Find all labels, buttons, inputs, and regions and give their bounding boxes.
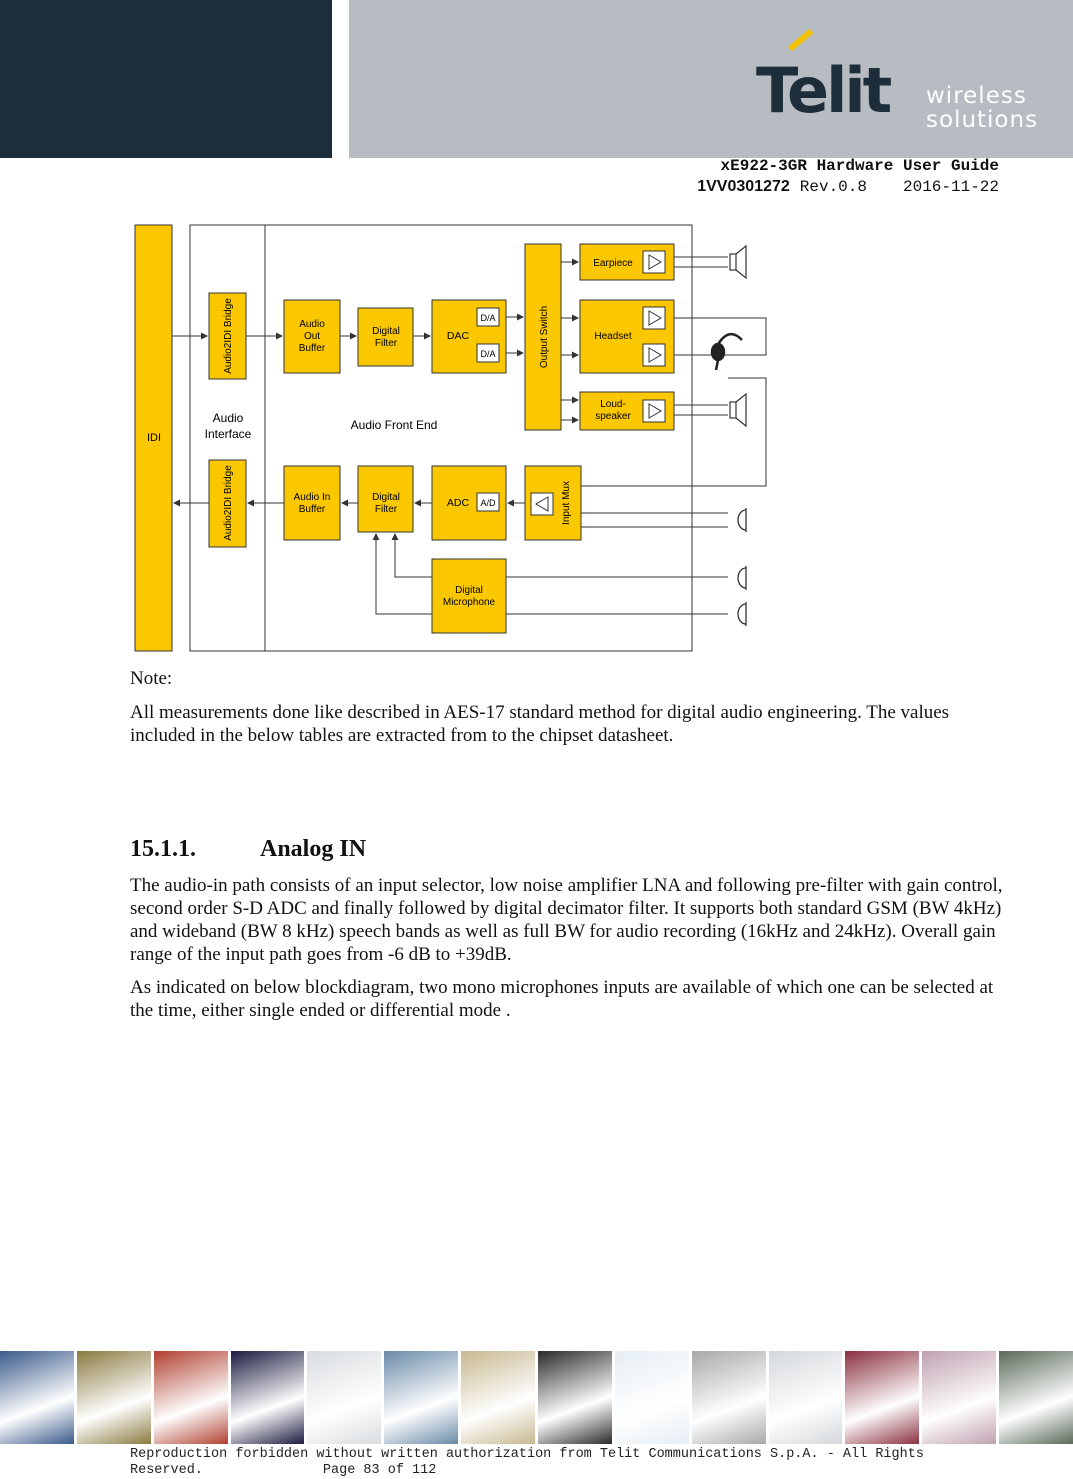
headset-icon	[712, 334, 742, 370]
footer-photo-tile	[77, 1351, 151, 1444]
digital-filter-bottom-label-2: Filter	[375, 504, 398, 515]
da-top-label: D/A	[480, 313, 495, 323]
section-paragraph-1: The audio-in path consists of an input s…	[130, 874, 1015, 966]
audio-out-buffer-label-1: Audio	[299, 319, 325, 330]
footer-photo-tile	[0, 1351, 74, 1444]
footer-photo-tile	[384, 1351, 458, 1444]
footer-reserved: Reserved.	[130, 1463, 203, 1478]
audio-interface-label-1: Audio	[213, 411, 244, 425]
digital-filter-top-block	[358, 308, 413, 366]
document-code: 1VV0301272	[697, 178, 790, 195]
digital-mic-block	[432, 559, 506, 633]
section-number: 15.1.1.	[130, 836, 260, 863]
loudspeaker-label-1: Loud-	[600, 399, 626, 410]
afe-label: Audio Front End	[351, 418, 438, 432]
digital-mic-label-1: Digital	[455, 585, 483, 596]
digital-filter-top-label-1: Digital	[372, 326, 400, 337]
footer-copyright: Reproduction forbidden without written a…	[130, 1447, 1030, 1479]
logo-tagline-line1: wireless	[926, 84, 1038, 108]
revision-label: Rev.0.8	[800, 178, 867, 196]
footer-photo-tile	[615, 1351, 689, 1444]
audio-block-diagram: IDI Audio2IDI Bridge Audio2IDI Bridge Au…	[128, 220, 778, 660]
footer-photo-tile	[845, 1351, 919, 1444]
logo-tagline: wireless solutions	[926, 84, 1038, 132]
input-mux-label: Input Mux	[561, 481, 572, 525]
footer-photo-tile	[692, 1351, 766, 1444]
digital-mic-2-icon	[738, 604, 746, 624]
da-bottom-label: D/A	[480, 349, 495, 359]
section-title: Analog IN	[260, 836, 366, 862]
bridge-top-label: Audio2IDI Bridge	[223, 298, 234, 374]
audio-out-buffer-label-3: Buffer	[299, 343, 326, 354]
digital-filter-top-label-2: Filter	[375, 338, 398, 349]
earpiece-label: Earpiece	[593, 258, 633, 269]
microphone-icons	[738, 508, 746, 626]
logo-wordmark: Telit	[756, 60, 889, 122]
lna-box	[531, 493, 553, 515]
idi-label: IDI	[147, 432, 161, 444]
note-label: Note:	[130, 668, 172, 690]
footer-line-1: Reproduction forbidden without written a…	[130, 1447, 1030, 1463]
header-dark-panel	[0, 0, 332, 158]
ad-label: A/D	[480, 498, 496, 508]
audio-in-buffer-label-1: Audio In	[294, 492, 331, 503]
footer-photo-tile	[231, 1351, 305, 1444]
document-title: xE922-3GR Hardware User Guide	[721, 157, 999, 175]
section-heading: 15.1.1.Analog IN	[130, 836, 366, 863]
footer-photo-strip	[0, 1351, 1073, 1444]
audio-in-buffer-block	[284, 466, 340, 540]
footer-photo-tile	[461, 1351, 535, 1444]
output-switch-label: Output Switch	[539, 306, 550, 368]
audio-out-buffer-label-2: Out	[304, 331, 320, 342]
logo-tagline-line2: solutions	[926, 108, 1038, 132]
page-number: Page 83 of 112	[323, 1463, 436, 1478]
section-paragraph-2: As indicated on below blockdiagram, two …	[130, 976, 1015, 1022]
footer-photo-tile	[154, 1351, 228, 1444]
audio-in-buffer-label-2: Buffer	[299, 504, 326, 515]
adc-label: ADC	[447, 497, 470, 509]
telit-logo: Telit wireless solutions	[748, 40, 1048, 140]
footer-photo-tile	[307, 1351, 381, 1444]
earpiece-speaker-icon	[730, 246, 746, 278]
headset-label: Headset	[594, 331, 631, 342]
digital-filter-bottom-label-1: Digital	[372, 492, 400, 503]
digital-mic-1-icon	[738, 568, 746, 588]
footer-photo-tile	[999, 1351, 1073, 1444]
document-revision: 1VV0301272 Rev.0.8 2016-11-22	[697, 178, 999, 196]
audio-interface-label-2: Interface	[205, 427, 252, 441]
loudspeaker-icon	[730, 394, 746, 426]
note-text: All measurements done like described in …	[130, 701, 1000, 747]
loudspeaker-label-2: speaker	[595, 411, 631, 422]
footer-photo-tile	[922, 1351, 996, 1444]
revision-date: 2016-11-22	[903, 178, 999, 196]
dac-label: DAC	[447, 330, 470, 342]
analog-mic-icon	[738, 510, 746, 530]
bridge-bottom-label: Audio2IDI Bridge	[223, 465, 234, 541]
footer-photo-tile	[769, 1351, 843, 1444]
footer-line-2: Reserved. Page 83 of 112	[130, 1463, 1030, 1479]
digital-mic-label-2: Microphone	[443, 597, 496, 608]
footer-photo-tile	[538, 1351, 612, 1444]
